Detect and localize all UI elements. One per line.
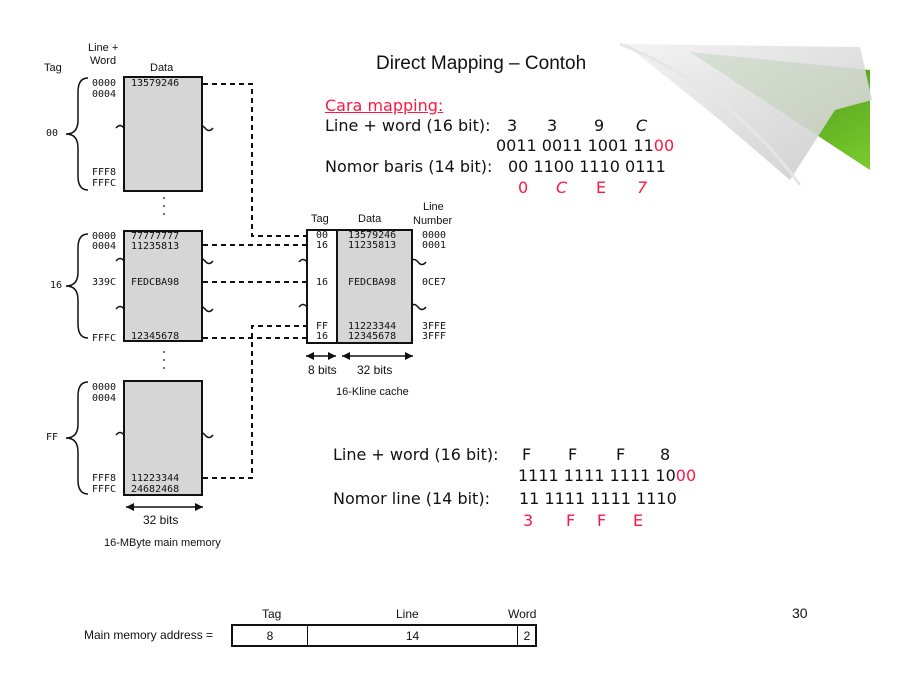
address-line-field: 14: [308, 626, 518, 645]
memory-word: 11235813: [131, 241, 180, 252]
address-label: FFF8: [92, 167, 117, 178]
address-tag-field: 8: [233, 626, 308, 645]
memory-word: 13579246: [131, 78, 180, 89]
cache-caption: 16-Kline cache: [336, 386, 409, 398]
example1-row-hex-digit: 0: [518, 178, 529, 197]
example2-hex-digit: F: [568, 445, 578, 464]
example1-hex-digit: 9: [594, 116, 605, 135]
example1-row-hex-digit: E: [596, 178, 607, 197]
main-memory-block-16: [123, 230, 203, 342]
cache-tag: 16: [316, 277, 329, 288]
cache-line-number: 0000: [422, 230, 447, 241]
example1-line-word-label: Line + word (16 bit):: [325, 116, 491, 135]
example1-hex-digit: 3: [507, 116, 518, 135]
cache-line-number: 3FFF: [422, 331, 447, 342]
main-memory-line-word-header-1: Line +: [88, 42, 119, 54]
address-label: FFF8: [92, 473, 117, 484]
cache-line-number: 3FFE: [422, 321, 447, 332]
cache-data-bits-label: 32 bits: [357, 363, 393, 377]
main-memory-data-header: Data: [150, 62, 174, 74]
example2-line-binary: 11 1111 1111 1110: [519, 489, 677, 508]
main-memory-caption: 16-MByte main memory: [104, 537, 221, 549]
cache-tag: 16: [316, 331, 329, 342]
example2-line-hex-digit: F: [597, 511, 607, 530]
address-label: 0004: [92, 89, 117, 100]
cache-line-header-2: Number: [413, 215, 453, 227]
cache-data-header: Data: [358, 213, 382, 225]
cache-tag: FF: [316, 321, 329, 332]
cache-tag-column: [306, 229, 338, 344]
example1-heading: Cara mapping:: [325, 96, 444, 115]
example2-hex-digit: 8: [660, 445, 671, 464]
example2-line-label: Nomor line (14 bit):: [333, 489, 490, 508]
cache-tag-bits-label: 8 bits: [308, 363, 337, 377]
example2-hex-digit: F: [616, 445, 626, 464]
address-label: 0004: [92, 241, 117, 252]
memory-word: 11223344: [131, 473, 180, 484]
address-label: FFFC: [92, 484, 117, 495]
address-label: 0000: [92, 78, 117, 89]
address-word-field: 2: [523, 628, 531, 643]
group-tag-ff: FF: [46, 432, 59, 443]
group-tag-00: 00: [46, 128, 59, 139]
main-memory-block-00: [123, 76, 203, 192]
example2-binary-offset: 00: [675, 466, 697, 485]
address-field-name: Line: [396, 607, 419, 621]
address-format-label: Main memory address =: [84, 628, 214, 642]
cache-tag-header: Tag: [311, 213, 329, 225]
cache-tag: 00: [316, 230, 329, 241]
example1-hex-digit: C: [636, 116, 648, 135]
address-label: 339C: [92, 277, 117, 288]
example1-hex-digit: 3: [547, 116, 558, 135]
page-number: 30: [792, 605, 808, 621]
address-label: FFFC: [92, 178, 117, 189]
cache-data-word: 12345678: [348, 331, 397, 342]
example2-line-hex-digit: 3: [523, 511, 534, 530]
example1-row-hex-digit: C: [556, 178, 568, 197]
address-format-box: 8 14 2: [231, 624, 537, 647]
cache-line-header-1: Line: [423, 201, 444, 213]
example2-hex-digit: F: [522, 445, 532, 464]
cache-data-column: [336, 229, 413, 344]
group-tag-16: 16: [50, 280, 63, 291]
slide-title: Direct Mapping – Contoh: [376, 53, 587, 74]
cache-tag: 16: [316, 240, 329, 251]
main-memory-block-ff: [123, 380, 203, 496]
main-memory-tag-header: Tag: [44, 62, 62, 74]
example2-binary-main: 1111 1111 1111 10: [518, 466, 676, 485]
address-label: 0000: [92, 382, 117, 393]
example1-binary: 0011 0011 1001 1100: [496, 136, 674, 155]
memory-word: FEDCBA98: [131, 277, 180, 288]
example2-line-hex-digit: E: [633, 511, 644, 530]
cache-data-word: 11223344: [348, 321, 397, 332]
cache-data-word: 13579246: [348, 230, 397, 241]
example2-line-word-label: Line + word (16 bit):: [333, 445, 499, 464]
address-field-name: Word: [508, 607, 537, 621]
cache-line-number: 0CE7: [422, 277, 447, 288]
example2-line-hex-digit: F: [566, 511, 576, 530]
cache-data-word: 11235813: [348, 240, 397, 251]
example1-binary-main: 0011 0011 1001 11: [496, 136, 654, 155]
address-label: FFFC: [92, 333, 117, 344]
memory-word: 24682468: [131, 484, 180, 495]
main-memory-line-word-header-2: Word: [90, 55, 117, 67]
cache-line-number: 0001: [422, 240, 447, 251]
address-label: 0000: [92, 231, 117, 242]
example1-binary-offset: 00: [653, 136, 675, 155]
example2-binary: 1111 1111 1111 1000: [518, 466, 696, 485]
memory-word: 77777777: [131, 231, 180, 242]
address-label: 0004: [92, 393, 117, 404]
example1-row-label: Nomor baris (14 bit):: [325, 157, 493, 176]
address-field-name: Tag: [262, 607, 282, 621]
cache-data-word: FEDCBA98: [348, 277, 397, 288]
example1-row-hex-digit: 7: [637, 178, 648, 197]
main-memory-width-label: 32 bits: [143, 513, 179, 527]
example1-row-binary: 00 1100 1110 0111: [508, 157, 666, 176]
memory-word: 12345678: [131, 331, 180, 342]
